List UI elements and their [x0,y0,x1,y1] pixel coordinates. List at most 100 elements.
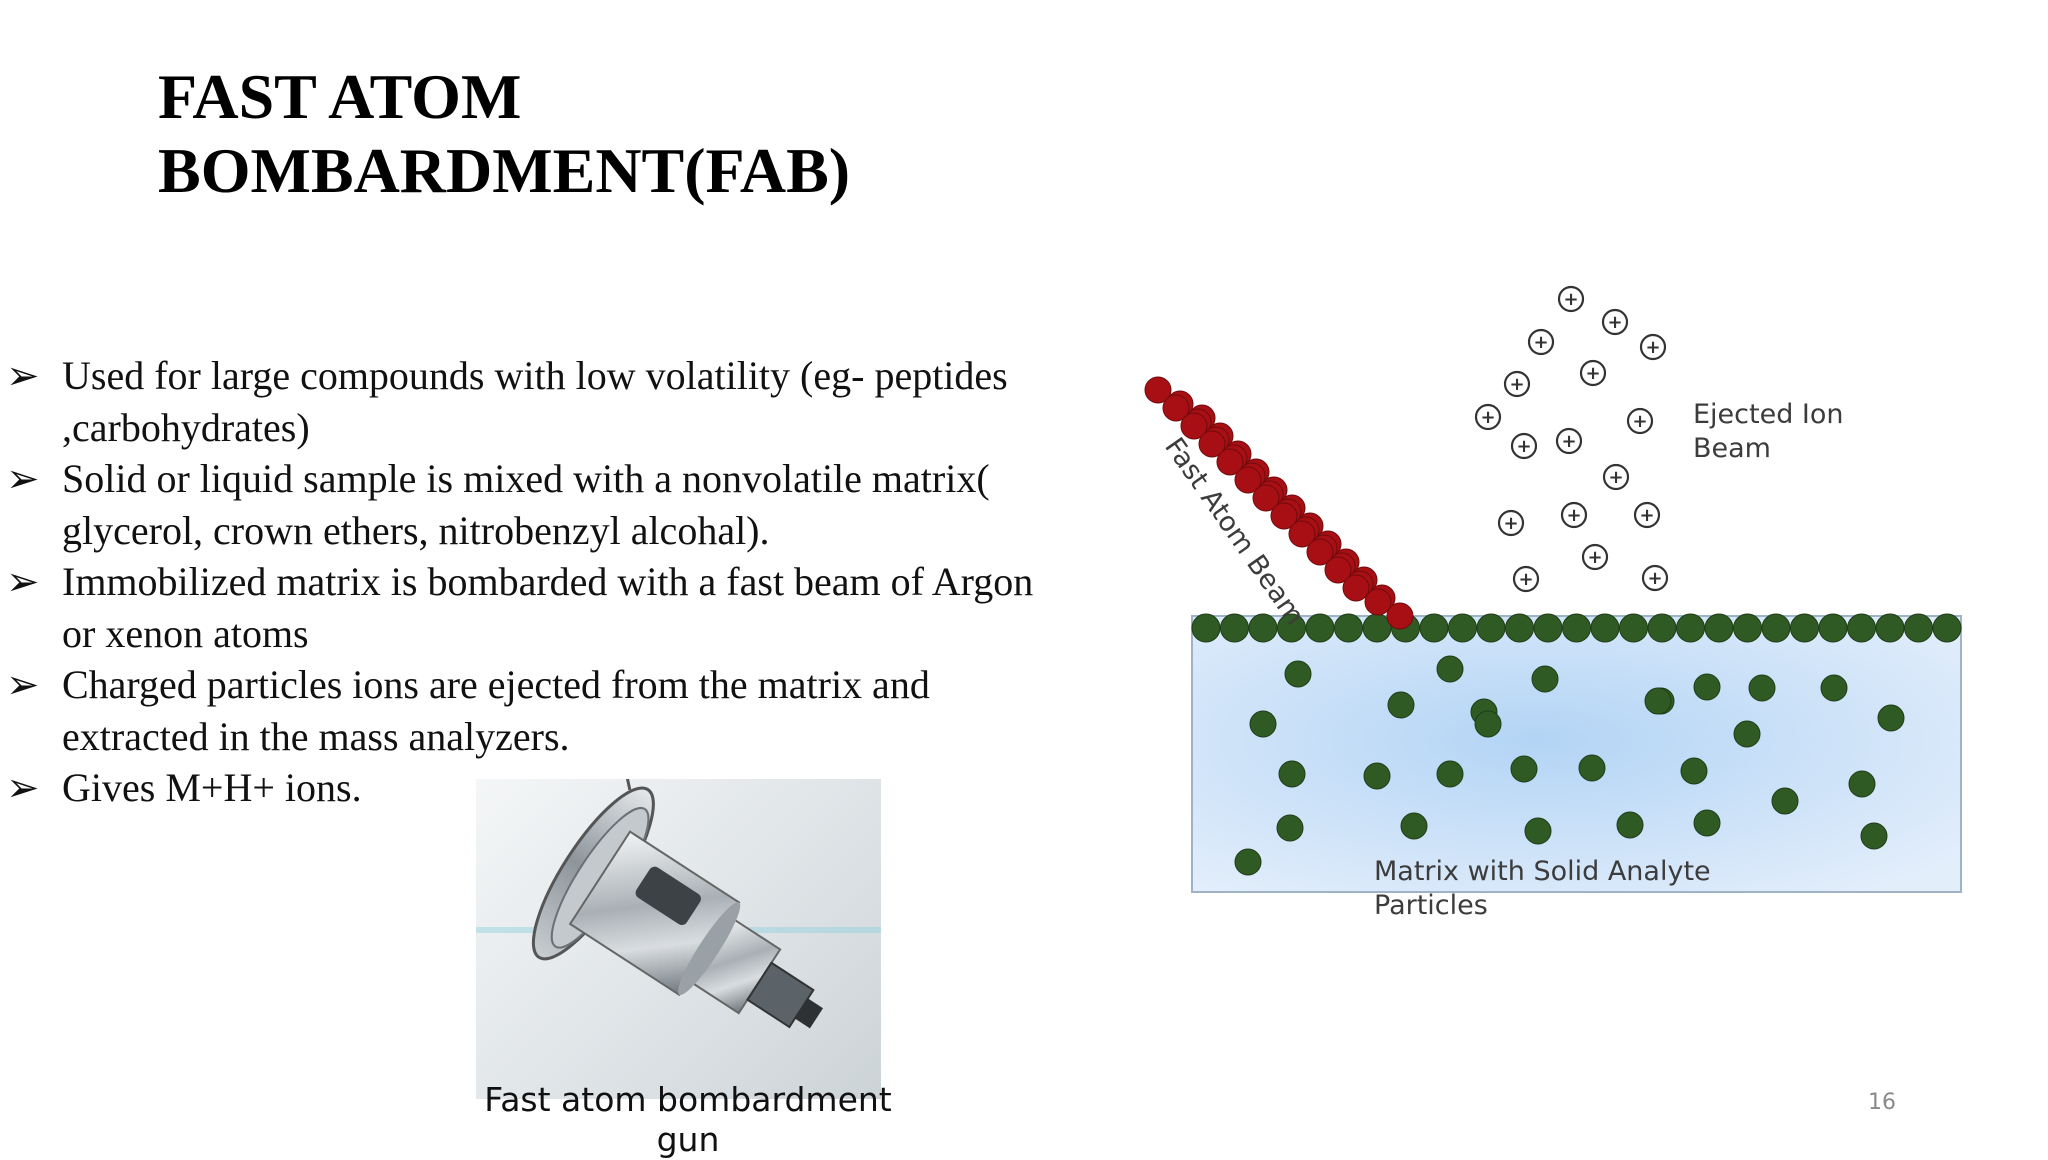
ion-plus-sign: + [1639,505,1654,526]
ion-icon: + [1555,427,1583,455]
ion-icon: + [1633,501,1661,529]
bullet-text-line: extracted in the mass analyzers. [62,713,570,759]
ion-icon: + [1497,509,1525,537]
bullet-item: ➢ Immobilized matrix is bombarded with a… [0,556,1120,659]
bullet-text-line: Immobilized matrix is bombarded with a f… [62,559,1034,604]
ion-circle [1641,564,1669,592]
surface-particle [1875,613,1905,643]
bullet-item: ➢ Charged particles ions are ejected fro… [0,659,1120,762]
ion-circle [1601,308,1629,336]
surface-particle [1676,613,1705,643]
slide-title: FAST ATOM BOMBARDMENT(FAB) [158,60,850,208]
title-line-1: FAST ATOM [158,61,522,132]
matrix-particle [1276,814,1304,842]
beam-atom [1386,602,1414,630]
ion-icon: + [1557,285,1585,313]
ion-plus-sign: + [1608,467,1623,488]
ion-plus-sign: + [1585,363,1600,384]
ion-plus-sign: + [1563,289,1578,310]
ion-icon: + [1474,403,1502,431]
ion-plus-sign: + [1516,436,1531,457]
surface-particle [1790,613,1819,643]
surface-particle [1619,613,1648,643]
beam-atom [1234,466,1262,494]
beam-atom [1270,502,1298,530]
matrix-particle [1234,848,1262,876]
ion-circle [1626,407,1654,435]
beam-atom [1364,588,1392,616]
ion-plus-sign: + [1480,407,1495,428]
surface-particle [1733,613,1762,643]
surface-particle [1476,613,1506,643]
matrix-particle [1278,760,1306,788]
matrix-label-line-2: Particles [1374,890,1488,921]
surface-particle [1818,613,1848,643]
bullet-text-line: glycerol, crown ethers, nitrobenzyl alco… [62,507,770,553]
matrix-particle [1820,674,1848,702]
matrix-particle [1693,673,1721,701]
arrow-bullet-icon: ➢ [6,765,40,810]
ion-icon: + [1510,432,1538,460]
ion-icon: + [1581,543,1609,571]
surface-particle [1704,613,1734,643]
matrix-box [1191,615,1962,893]
ion-circle [1527,328,1555,356]
matrix-particle [1436,655,1464,683]
ion-circle [1560,501,1588,529]
ion-plus-sign: + [1533,332,1548,353]
ion-icon: + [1601,308,1629,336]
beam-atom [1252,484,1280,512]
ion-beam-label-line-1: Ejected Ion [1693,399,1844,430]
bullet-text-line: Gives M+H+ ions. [62,765,362,810]
ion-circle [1512,565,1540,593]
surface-particle [1847,613,1876,643]
ion-circle [1555,427,1583,455]
ion-icon: + [1527,328,1555,356]
bullet-list: ➢ Used for large compounds with low vola… [0,350,1120,814]
beam-atom [1144,376,1172,404]
matrix-particle [1284,660,1312,688]
ion-icon: + [1639,333,1667,361]
surface-particle [1305,613,1335,643]
matrix-particle [1510,755,1538,783]
ion-icon: + [1560,501,1588,529]
ion-circle [1510,432,1538,460]
beam-atom [1216,448,1244,476]
ion-beam-label-line-2: Beam [1693,433,1771,464]
matrix-particle [1616,811,1644,839]
ion-circle [1602,463,1630,491]
surface-particle [1590,613,1620,643]
surface-particle [1904,613,1933,643]
ion-icon: + [1626,407,1654,435]
matrix-particle [1748,674,1776,702]
bullet-text-line: Solid or liquid sample is mixed with a n… [62,456,990,501]
beam-atom [1288,520,1316,548]
matrix-particle [1387,691,1415,719]
ion-plus-sign: + [1566,505,1581,526]
matrix-particle [1693,809,1721,837]
ion-circle [1579,359,1607,387]
page-number: 16 [1868,1090,1896,1115]
surface-particle [1334,613,1363,643]
matrix-particle [1363,762,1391,790]
matrix-particle [1644,687,1672,715]
arrow-bullet-icon: ➢ [6,353,40,398]
ion-icon: + [1579,359,1607,387]
matrix-surface-row [1191,613,1962,643]
surface-particle [1419,613,1449,643]
bullet-item: ➢ Used for large compounds with low vola… [0,350,1120,453]
title-line-2: BOMBARDMENT(FAB) [158,135,851,206]
ion-circle [1503,370,1531,398]
beam-atom [1324,556,1352,584]
ion-plus-sign: + [1632,411,1647,432]
ion-circle [1633,501,1661,529]
ion-plus-sign: + [1509,374,1524,395]
beam-atom [1306,538,1334,566]
ion-circle [1557,285,1585,313]
ion-plus-sign: + [1607,312,1622,333]
surface-particle [1533,613,1563,643]
bullet-text-line: or xenon atoms [62,610,309,656]
ion-plus-sign: + [1518,569,1533,590]
ion-circle [1497,509,1525,537]
surface-particle [1647,613,1677,643]
